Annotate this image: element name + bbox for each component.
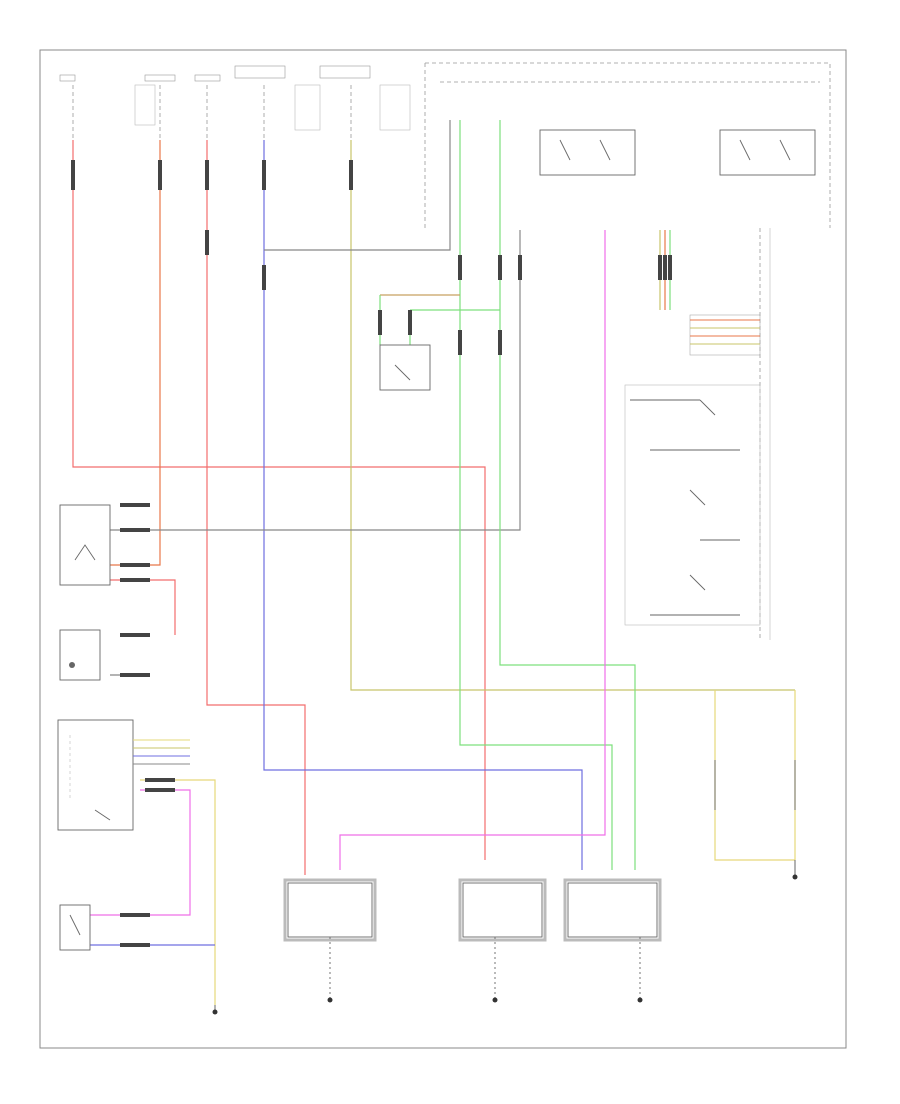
control-module-left (57, 719, 190, 831)
fuse-row (59, 65, 371, 82)
headlight-range-motor-center (458, 878, 547, 942)
wire-green-b (499, 120, 636, 870)
wire-gray-relay (110, 230, 521, 531)
fuse-label-box (59, 74, 76, 82)
dual-lighting-switch-b (719, 129, 816, 176)
headlight-range-motor-right (563, 878, 662, 942)
ground-dot (212, 1009, 218, 1015)
ground-dot (637, 997, 643, 1003)
module-boundary (425, 62, 831, 228)
ground-points (212, 860, 798, 1015)
wire-blue (263, 140, 583, 870)
dual-lighting-switch-a (539, 129, 636, 176)
wire-orange (110, 140, 161, 566)
wire-red-relay (110, 579, 176, 635)
wire-connectors (71, 160, 672, 947)
fuse-label-box (144, 74, 176, 82)
fuse-dashes (72, 84, 411, 140)
fuse-label-box (319, 65, 371, 79)
wire-magenta-left (90, 789, 191, 916)
wire-magenta (339, 230, 606, 870)
diagram-border (39, 49, 847, 1049)
wire-yellow-loop (714, 690, 795, 861)
fuse-label-box (234, 65, 286, 79)
ground-dot (492, 997, 498, 1003)
ground-dot (327, 997, 333, 1003)
fuse-label-box (194, 74, 221, 82)
wire-tan-left (140, 779, 216, 1005)
wire-red-main (72, 140, 486, 860)
headlight-range-motor-left (283, 878, 377, 942)
level-sensor (59, 904, 91, 951)
wire-green-a (459, 120, 613, 870)
headlight-relay (59, 504, 111, 586)
wire-olive-main (350, 140, 795, 691)
headlight-switch-cluster (624, 384, 761, 626)
ignition-sensor (59, 629, 101, 681)
wire-red-secondary (206, 140, 306, 875)
ground-dot (792, 874, 798, 880)
connector-group-right (689, 314, 761, 356)
switch-sensor-middle (379, 295, 431, 391)
right-module-wires (659, 228, 771, 640)
wire-gray-module (264, 120, 451, 251)
module-connector-lines (133, 739, 190, 765)
